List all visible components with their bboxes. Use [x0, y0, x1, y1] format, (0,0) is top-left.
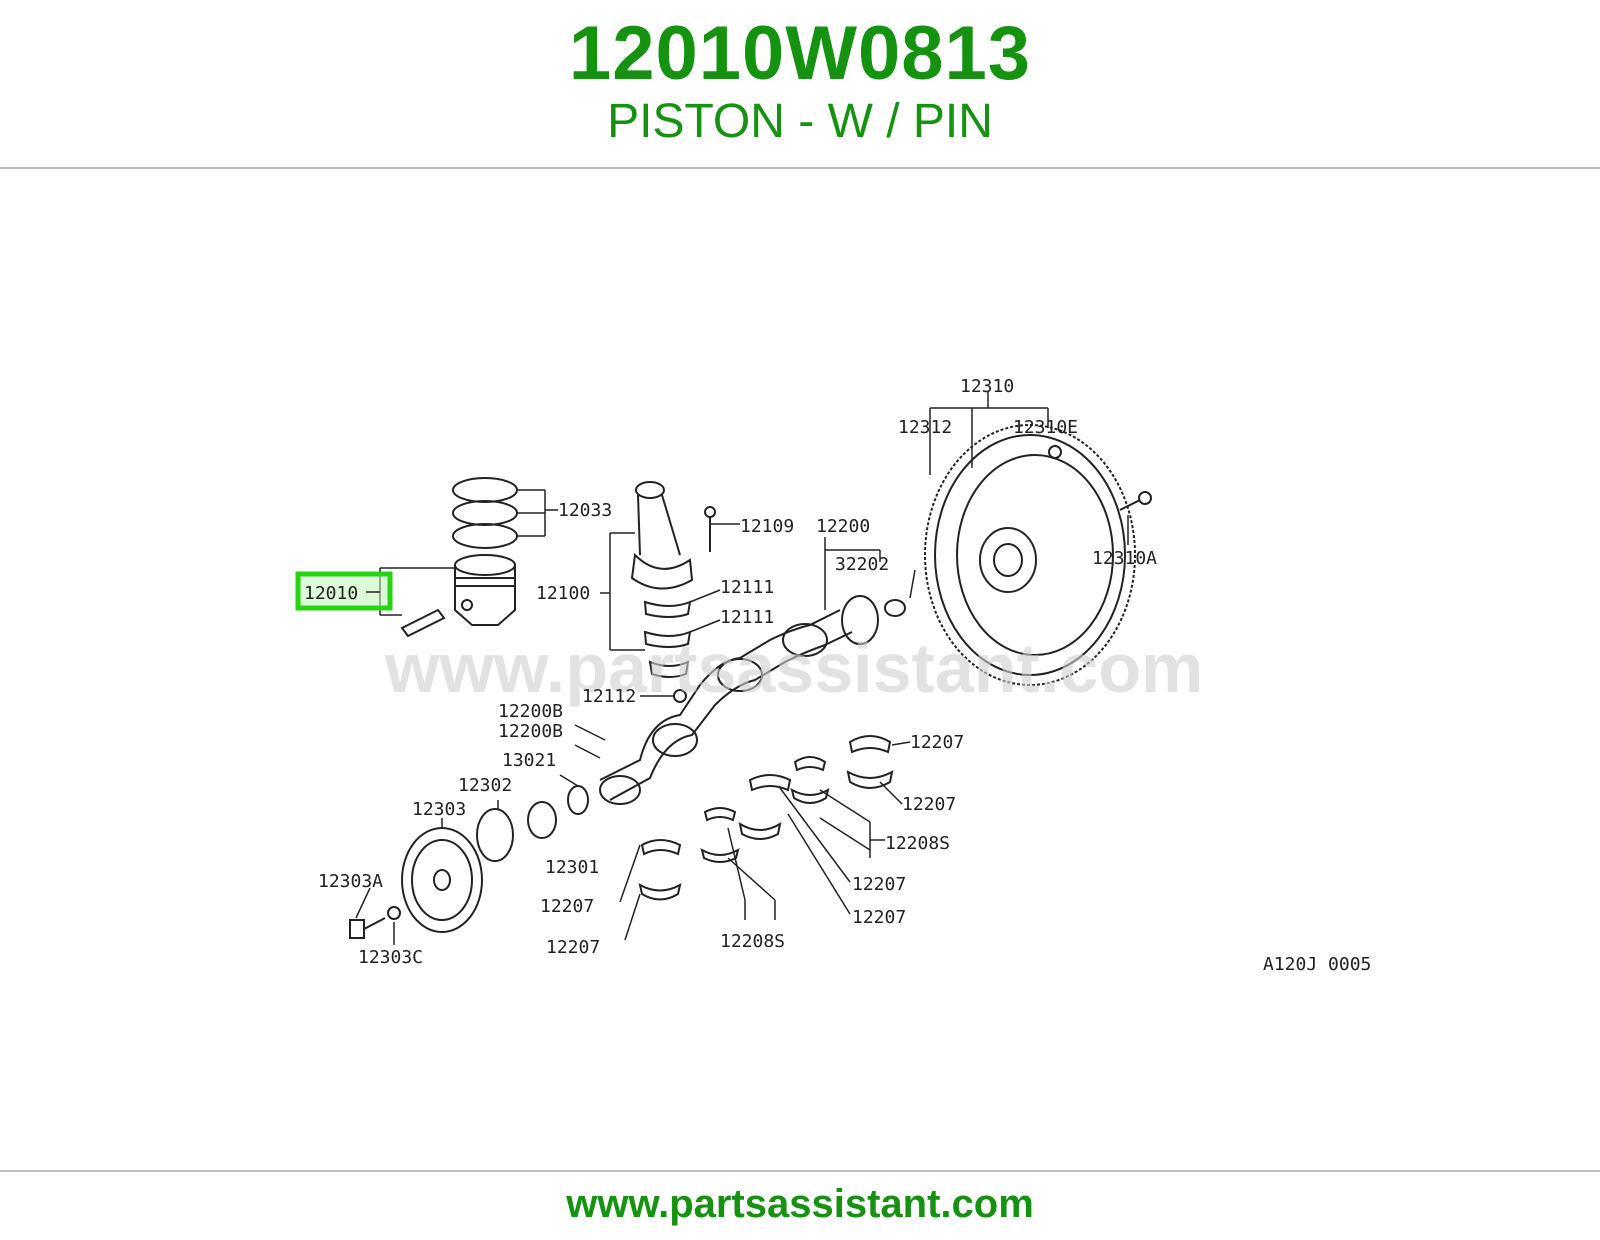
page-header: 12010W0813 PISTON - W / PIN — [0, 0, 1600, 170]
part-label[interactable]: 12302 — [458, 775, 512, 796]
part-number-title: 12010W0813 — [568, 11, 1032, 96]
part-label[interactable]: 12303A — [318, 871, 383, 892]
diagram-drawing — [349, 392, 1152, 945]
part-label[interactable]: 12200B — [498, 721, 563, 742]
exploded-parts-diagram: www.partsassistant.com 12310 12312 12310… — [180, 340, 1420, 1010]
part-label[interactable]: 13021 — [502, 750, 556, 771]
leader-lines — [355, 392, 1129, 945]
part-label[interactable]: 12207 — [902, 794, 956, 815]
part-label[interactable]: 12033 — [558, 500, 612, 521]
front-pulley-drawing — [349, 785, 589, 939]
part-label[interactable]: 12208S — [885, 833, 950, 854]
diagram-canvas: www.partsassistant.com 12310 12312 12310… — [295, 376, 1371, 975]
footer-divider — [0, 1170, 1600, 1172]
part-label[interactable]: 12312 — [898, 417, 952, 438]
part-label[interactable]: 12301 — [545, 857, 599, 878]
part-label[interactable]: 12111 — [720, 607, 774, 628]
part-label[interactable]: 12207 — [546, 937, 600, 958]
part-label[interactable]: 12310 — [960, 376, 1014, 397]
part-label[interactable]: 12200B — [498, 701, 563, 722]
part-label[interactable]: 12207 — [910, 732, 964, 753]
main-bearings-drawing — [638, 735, 894, 901]
piston-drawing — [400, 554, 516, 638]
part-label[interactable]: 12109 — [740, 516, 794, 537]
part-label[interactable]: 12200 — [816, 516, 870, 537]
part-label[interactable]: 12207 — [852, 874, 906, 895]
diagram-reference-code: A120J 0005 — [1263, 954, 1371, 975]
part-label[interactable]: 12208S — [720, 931, 785, 952]
part-label[interactable]: 12100 — [536, 583, 590, 604]
part-name-subtitle: PISTON - W / PIN — [607, 95, 993, 148]
footer-site-link[interactable]: www.partsassistant.com — [566, 1182, 1034, 1226]
part-label[interactable]: 12303 — [412, 799, 466, 820]
part-label[interactable]: 12111 — [720, 577, 774, 598]
highlighted-part[interactable]: 12010 — [295, 571, 393, 611]
part-label[interactable]: 12112 — [582, 686, 636, 707]
highlighted-part-label[interactable]: 12010 — [304, 583, 358, 604]
part-label[interactable]: 12310A — [1092, 548, 1157, 569]
header-divider — [0, 167, 1600, 169]
crankshaft-drawing — [599, 595, 879, 805]
flywheel-drawing — [924, 424, 1152, 686]
piston-rings-drawing — [452, 477, 518, 549]
part-label[interactable]: 32202 — [835, 554, 889, 575]
part-label[interactable]: 12303C — [358, 947, 423, 968]
part-label[interactable]: 12207 — [540, 896, 594, 917]
part-labels: 12310 12312 12310E 12310A 12033 12109 12… — [318, 376, 1371, 975]
watermark-text: www.partsassistant.com — [384, 629, 1203, 707]
connecting-rod-drawing — [630, 481, 716, 590]
part-label[interactable]: 12207 — [852, 907, 906, 928]
highlight-box[interactable] — [295, 571, 393, 611]
part-label[interactable]: 12310E — [1013, 417, 1078, 438]
